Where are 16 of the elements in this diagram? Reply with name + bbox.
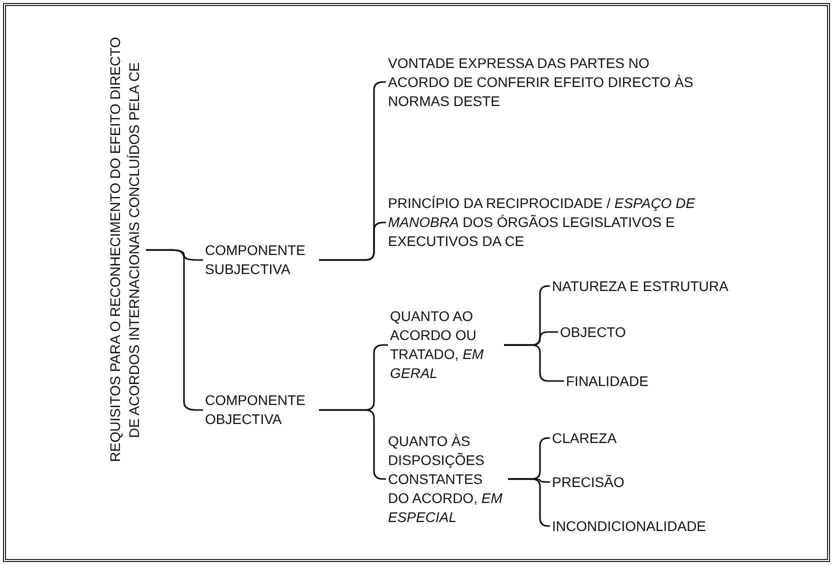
item-text: CLAREZA xyxy=(552,428,617,448)
category-label: COMPONENTE SUBJECTIVA xyxy=(205,241,306,279)
item-text: VONTADE EXPRESSA DAS PARTES NO ACORDO DE CONFERIR EFEITO DIRECTO ÀS NORMAS DESTE xyxy=(388,54,694,110)
rotated-heading: REQUISITOS PARA O RECONHECIMENTO DO EFEITO DIRECTO DE ACORDOS INTERNACIONAIS CONCLUÍDOS PELA CE xyxy=(106,36,143,464)
item-text: NATUREZA E ESTRUTURA xyxy=(552,276,728,296)
item-text: FINALIDADE xyxy=(566,372,648,390)
item-text: PRECISÃO xyxy=(552,472,624,492)
item-text: INCONDICIONALIDADE xyxy=(552,516,706,536)
item-text: OBJECTO xyxy=(560,322,626,342)
brace-connector xyxy=(319,222,386,261)
brace-connector xyxy=(146,249,203,411)
item-text: QUANTO AO ACORDO OU TRATADO, EM GERAL xyxy=(390,307,485,383)
item-text: QUANTO ÀS DISPOSIÇÕES CONSTANTES DO ACORDO, EM ESPECIAL xyxy=(388,432,504,526)
category-label: COMPONENTE OBJECTIVA xyxy=(205,391,306,429)
item-text: PRINCÍPIO DA RECIPROCIDADE / ESPAÇO DE MANOBRA DOS ÓRGÃOS LEGISLATIVOS E EXECUTIVOS DA CE xyxy=(388,194,696,251)
brace-connector xyxy=(504,344,564,382)
